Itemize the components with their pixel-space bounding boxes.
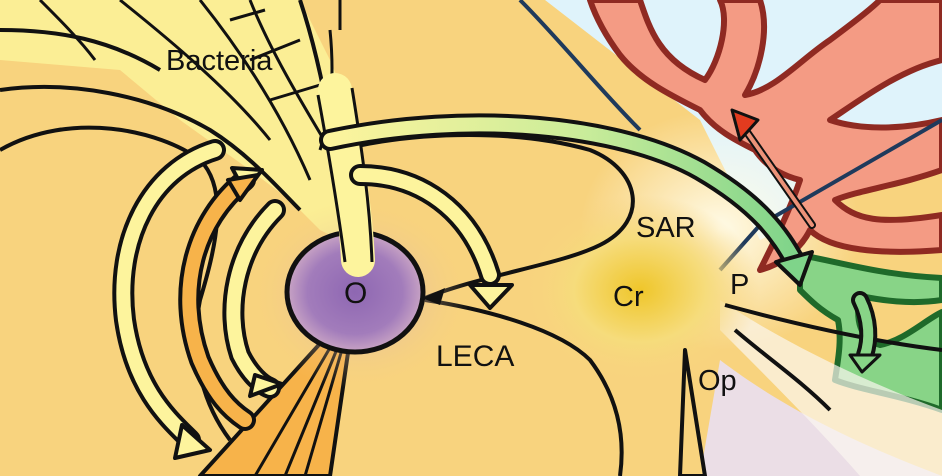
- label-sar: SAR: [636, 212, 696, 244]
- label-bacteria: Bacteria: [166, 45, 273, 77]
- label-op: Op: [698, 365, 737, 397]
- label-cr: Cr: [613, 281, 644, 313]
- label-origin: O: [344, 277, 367, 310]
- label-p: P: [730, 269, 749, 301]
- label-leca: LECA: [436, 340, 514, 373]
